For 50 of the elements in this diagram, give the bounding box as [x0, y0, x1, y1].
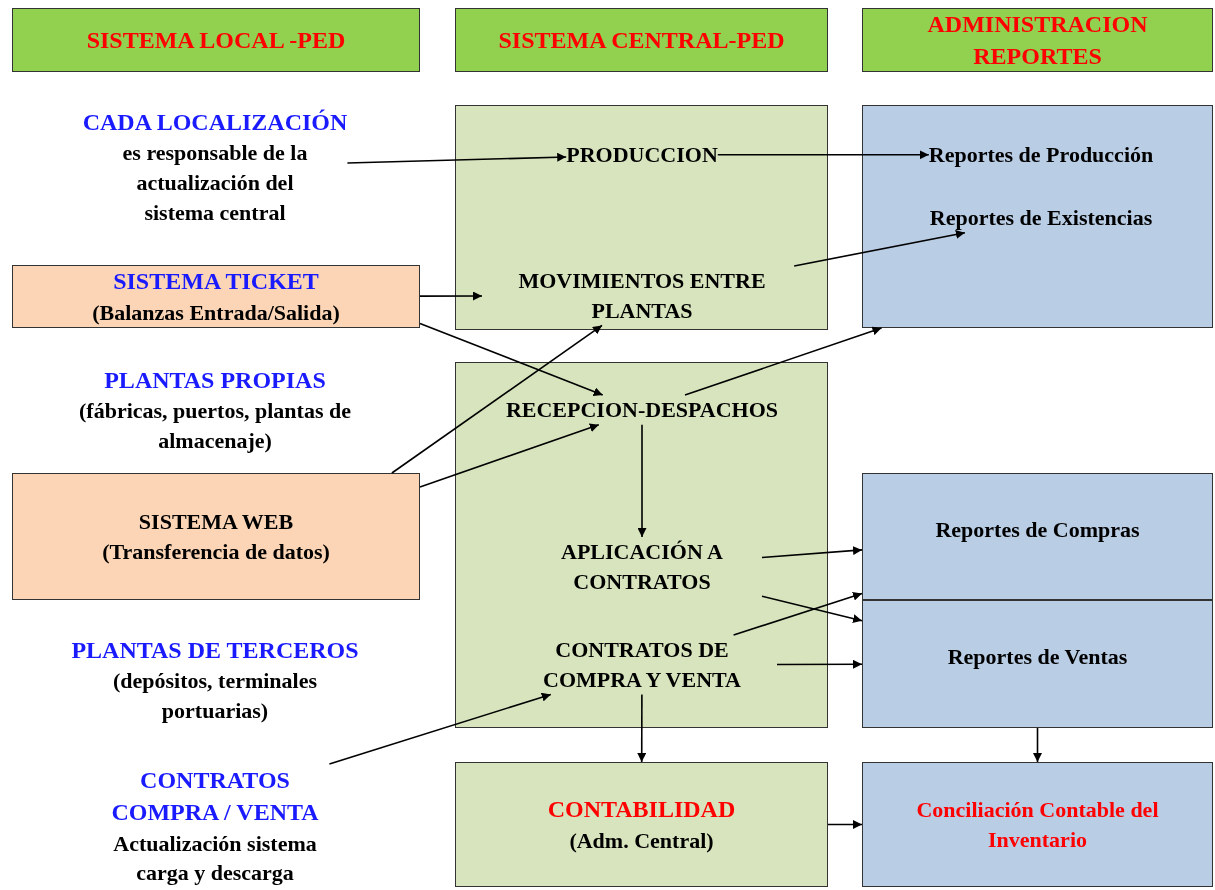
- process-box: [12, 265, 420, 328]
- arrow: [419, 423, 600, 488]
- arrow: [346, 152, 567, 164]
- node-label: Reportes de Producción: [928, 140, 1154, 170]
- note-text: (depósitos, terminales portuarias): [111, 667, 319, 725]
- node-title: SISTEMA WEB: [138, 507, 294, 536]
- arrow: [684, 326, 883, 396]
- arrow: [732, 591, 863, 636]
- column-header: SISTEMA LOCAL -PED: [12, 8, 420, 72]
- node-title: SISTEMA TICKET: [113, 267, 319, 297]
- arrow: [827, 820, 863, 829]
- column-header: ADMINISTRACION REPORTES: [862, 8, 1213, 72]
- arrow: [637, 423, 647, 538]
- node-label: Reportes de Existencias: [929, 203, 1153, 233]
- arrow: [717, 150, 930, 160]
- process-box: [12, 473, 420, 600]
- arrow: [419, 322, 604, 396]
- arrow: [793, 230, 966, 267]
- note-text: (fábricas, puertos, plantas de almacenaje): [78, 397, 352, 455]
- arrow: [761, 595, 863, 623]
- node-subtitle: (Adm. Central): [569, 826, 714, 855]
- arrow: [419, 291, 483, 301]
- process-box: Conciliación Contable del Inventario: [862, 762, 1213, 887]
- process-box: Reportes de Compras: [862, 473, 1213, 600]
- node-subtitle: (Balanzas Entrada/Salida): [92, 298, 340, 327]
- node-title: CONTABILIDAD: [547, 795, 736, 825]
- node-label: CONTRATOS DE COMPRA Y VENTA: [507, 635, 777, 695]
- arrow: [391, 324, 603, 474]
- group-panel: [862, 105, 1213, 328]
- arrow: [637, 693, 647, 763]
- group-heading: PLANTAS PROPIAS: [104, 366, 326, 395]
- node-text: Actualización sistema carga y descarga: [112, 829, 318, 888]
- arrow: [761, 546, 863, 559]
- group-panel: [455, 105, 828, 330]
- process-box: Reportes de Ventas: [862, 600, 1213, 728]
- arrow: [1033, 727, 1042, 763]
- node-label: APLICACIÓN A CONTRATOS: [522, 537, 762, 597]
- node-label: RECEPCION-DESPACHOS: [505, 395, 779, 425]
- node-text: es responsable de la actualización del sistema central: [121, 139, 309, 227]
- node-title: CADA LOCALIZACIÓN: [82, 108, 348, 137]
- column-header: SISTEMA CENTRAL-PED: [455, 8, 828, 72]
- node-subtitle: (Transferencia de datos): [102, 537, 330, 566]
- process-box: [455, 762, 828, 887]
- node-label: MOVIMIENTOS ENTRE PLANTAS: [482, 266, 802, 326]
- arrow: [776, 659, 863, 669]
- node-title: CONTRATOS COMPRA / VENTA: [110, 766, 320, 828]
- node-label: PRODUCCION: [566, 140, 718, 170]
- arrow: [328, 692, 552, 765]
- group-panel: [455, 362, 828, 728]
- group-heading: PLANTAS DE TERCEROS: [71, 636, 359, 665]
